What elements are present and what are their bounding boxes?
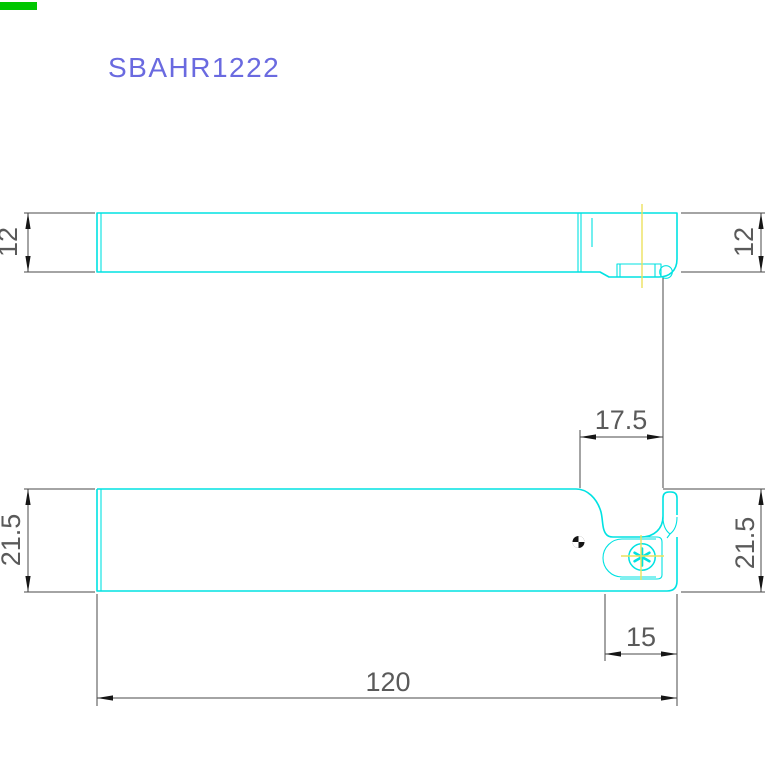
arrow-right-icon: [661, 651, 677, 657]
arrow-right-icon: [647, 434, 663, 440]
side-view-shank-lines: [577, 213, 593, 272]
dim-text-side-height-left: 12: [0, 227, 23, 257]
screw-head-side-icon: [659, 265, 673, 279]
dim-text-head-offset: 17.5: [595, 405, 648, 435]
arrow-down-icon: [758, 576, 764, 592]
dim-body-height-left: 21.5: [0, 488, 95, 593]
plan-view: [96, 488, 678, 592]
status-bar-marker: [0, 2, 37, 10]
arrow-left-icon: [580, 434, 596, 440]
arrow-up-icon: [25, 213, 31, 229]
side-view: [96, 204, 678, 288]
dim-side-height-right: 12: [681, 212, 765, 273]
part-number-title: SBAHR1222: [108, 52, 281, 83]
arrow-right-icon: [661, 695, 677, 701]
screw-crosshair-centerline: [621, 535, 664, 580]
dim-text-body-height-right: 21.5: [730, 517, 760, 570]
insert-slot: [602, 538, 656, 578]
datum-mark-icon: [572, 536, 585, 548]
dim-text-overall-length: 120: [365, 667, 410, 697]
arrow-up-icon: [758, 489, 764, 505]
insert-pocket-outline: [620, 536, 663, 580]
side-view-outline: [96, 212, 678, 278]
torx-screw-icon: [628, 543, 656, 571]
dim-head-offset: 17.5: [579, 278, 664, 488]
dim-overall-length: 120: [96, 594, 677, 706]
torx-star-icon: [633, 547, 651, 567]
dim-body-height-right: 21.5: [663, 488, 765, 593]
arrow-down-icon: [25, 256, 31, 272]
arrow-up-icon: [25, 489, 31, 505]
dim-text-body-height-left: 21.5: [0, 514, 26, 567]
clamp-notch: [662, 516, 678, 539]
plan-view-outline-top: [97, 488, 678, 538]
arrow-down-icon: [758, 256, 764, 272]
side-view-pocket: [616, 263, 662, 278]
dim-text-side-height-right: 12: [729, 227, 759, 257]
dim-side-height-left: 12: [0, 212, 95, 273]
arrow-left-icon: [605, 651, 621, 657]
plan-view-outline-bottom: [96, 489, 678, 592]
arrow-down-icon: [25, 576, 31, 592]
dim-seat-length: 15: [604, 594, 678, 706]
arrow-up-icon: [758, 213, 764, 229]
arrow-left-icon: [97, 695, 113, 701]
dim-text-seat-length: 15: [626, 622, 656, 652]
